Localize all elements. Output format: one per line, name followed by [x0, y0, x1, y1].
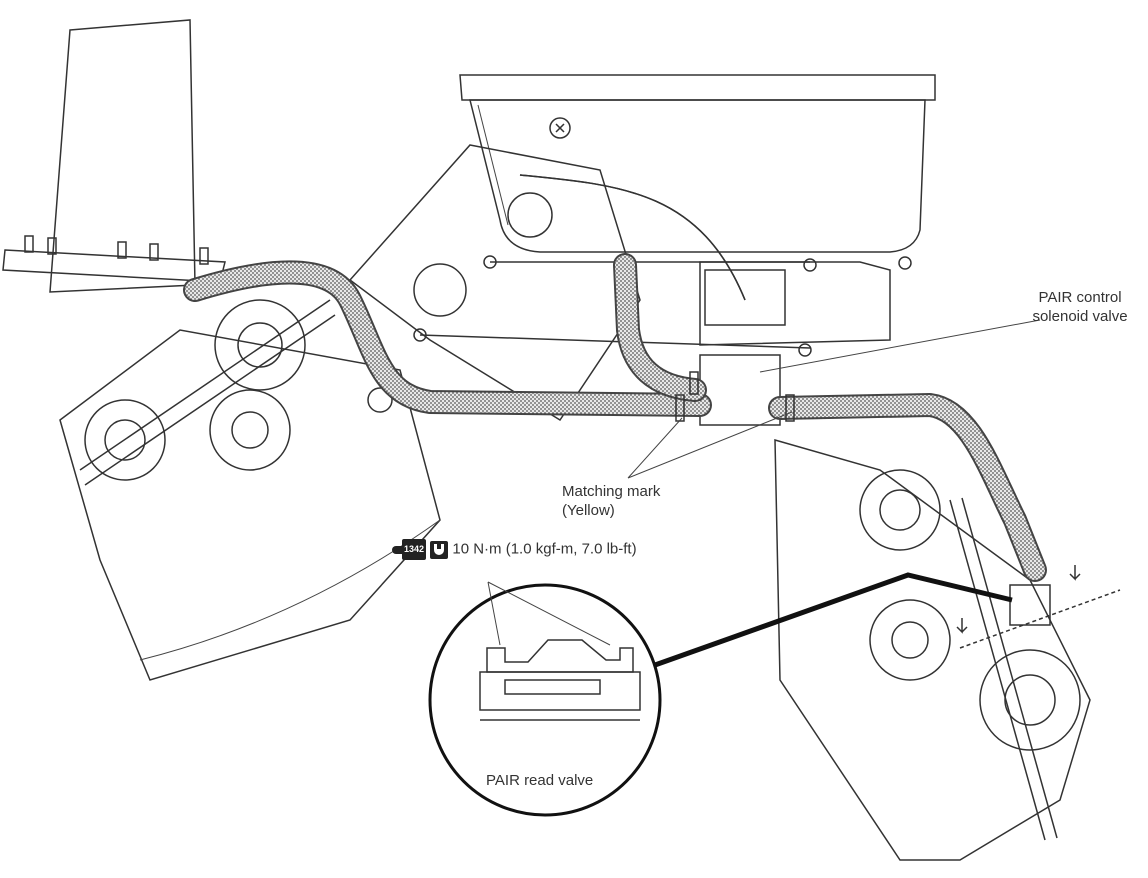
solenoid-label-line1: PAIR control	[1038, 289, 1122, 306]
solenoid-label-line2: solenoid valve	[1032, 308, 1128, 325]
matching-mark-line2: (Yellow)	[562, 502, 615, 519]
left-cylinder-head	[59, 299, 441, 681]
detail-circle	[428, 581, 662, 817]
locking-agent-icon	[392, 545, 402, 554]
tray	[459, 74, 936, 253]
matching-mark-label: Matching mark (Yellow)	[562, 482, 660, 520]
torque-value: 10 N·m (1.0 kgf-m, 7.0 lb-ft)	[452, 540, 637, 558]
solenoid-valve-label: PAIR control solenoid valve	[980, 288, 1148, 326]
locking-agent-code: 1342	[402, 539, 427, 560]
air-box	[2, 19, 226, 293]
matching-mark-line1: Matching mark	[562, 483, 661, 500]
detail-caption: PAIR read valve	[486, 772, 594, 789]
torque-spec: 1342 10 N·m (1.0 kgf-m, 7.0 lb-ft)	[392, 539, 637, 560]
torque-wrench-icon	[430, 540, 449, 559]
right-cylinder-head	[774, 438, 1121, 861]
pair-hoses	[183, 253, 1047, 582]
solenoid-leader	[759, 319, 1041, 373]
matching-mark-leader	[627, 411, 793, 479]
detail-connector	[654, 572, 1013, 668]
